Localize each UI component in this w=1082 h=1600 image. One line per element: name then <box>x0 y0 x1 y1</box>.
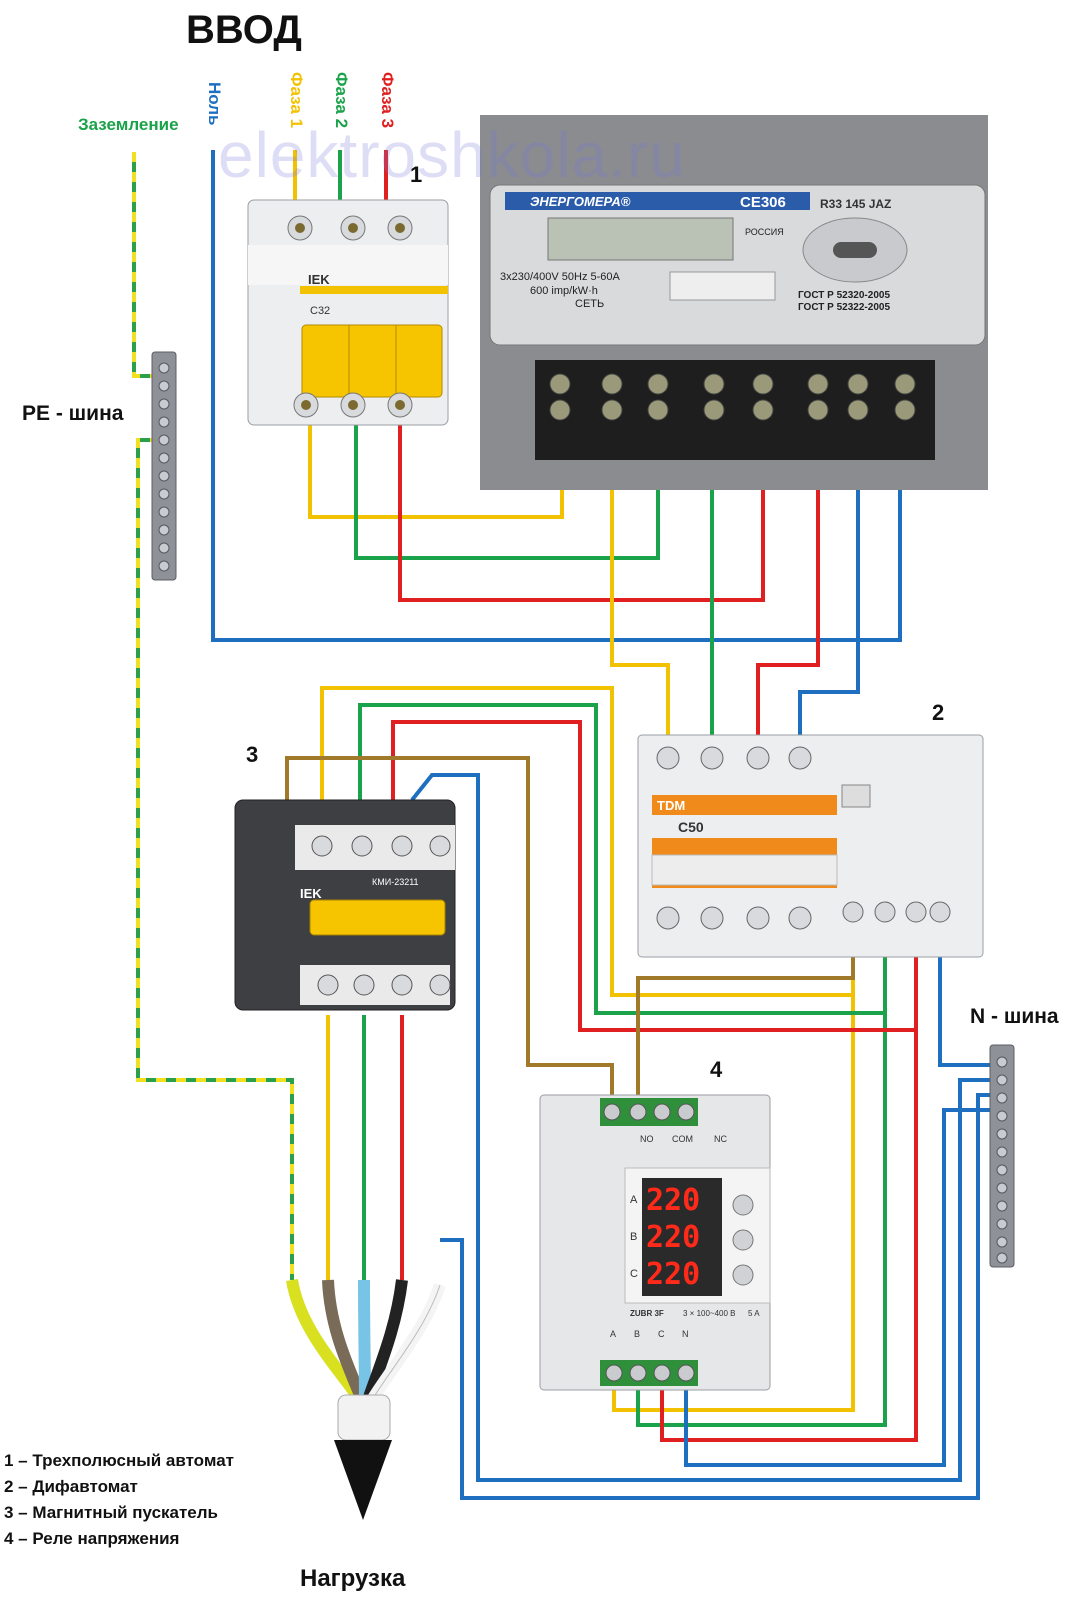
rcbo-output-wires <box>320 686 995 1442</box>
device-number-3: 3 <box>246 742 259 767</box>
n-bus <box>989 1044 1015 1268</box>
relay-phase-b: B <box>630 1231 637 1243</box>
energy-meter: ЭНЕРГОМЕРА® CE306 R33 145 JAZ 3x230/400V… <box>480 115 988 490</box>
relay-model: ZUBR 3F <box>630 1309 664 1318</box>
relay-terminal-b: B <box>634 1329 640 1339</box>
contactor: IEK КМИ-23211 <box>234 799 456 1011</box>
label-phase-2: Фаза 2 <box>332 72 351 129</box>
label-neutral: Ноль <box>205 82 224 126</box>
contactor-brand: IEK <box>300 886 322 901</box>
label-pe-bus: PE - шина <box>22 402 124 425</box>
legend: 1 – Трехполюсный автомат 2 – Дифавтомат … <box>4 1448 234 1552</box>
device-number-2: 2 <box>932 700 945 725</box>
label-earth: Заземление <box>78 115 179 134</box>
device-number-1: 1 <box>410 162 423 187</box>
device-number-4: 4 <box>710 1057 723 1082</box>
meter-gost-1: ГОСТ Р 52320-2005 <box>798 290 890 301</box>
meter-net: СЕТЬ <box>575 298 604 310</box>
meter-imp: 600 imp/kW·h <box>530 285 598 297</box>
breaker-rating: C32 <box>310 305 330 317</box>
relay-contact-com: COM <box>672 1134 693 1144</box>
meter-model: CE306 <box>740 194 786 211</box>
relay-reading-a: 220 <box>646 1183 700 1218</box>
contactor-model: КМИ-23211 <box>372 877 419 887</box>
relay-contact-nc: NC <box>714 1134 727 1144</box>
contactor-load-wires <box>326 1015 404 1280</box>
meter-gost-2: ГОСТ Р 52322-2005 <box>798 302 890 313</box>
relay-terminal-c: C <box>658 1329 665 1339</box>
label-n-bus: N - шина <box>970 1005 1059 1028</box>
relay-terminal-a: A <box>610 1329 616 1339</box>
label-load: Нагрузка <box>300 1565 406 1592</box>
meter-brand: ЭНЕРГОМЕРА® <box>530 194 631 209</box>
three-pole-breaker: IEK C32 <box>247 199 449 426</box>
neutral-wires <box>410 773 995 1500</box>
label-phase-3: Фаза 3 <box>378 72 397 129</box>
earth-wire <box>132 152 294 1280</box>
control-wires <box>285 756 855 1118</box>
meter-rcbo-wires <box>610 445 902 745</box>
legend-item-1: 1 – Трехполюсный автомат <box>4 1451 234 1470</box>
legend-item-4: 4 – Реле напряжения <box>4 1529 180 1548</box>
rcbo: TDM C50 <box>637 734 984 958</box>
relay-reading-b: 220 <box>646 1220 700 1255</box>
pe-bus <box>151 351 177 581</box>
page-title: ВВОД <box>186 8 302 52</box>
meter-spec: 3x230/400V 50Hz 5-60A <box>500 271 621 283</box>
meter-country: РОССИЯ <box>745 227 784 237</box>
legend-item-3: 3 – Магнитный пускатель <box>4 1503 219 1522</box>
relay-reading-c: 220 <box>646 1257 700 1292</box>
legend-item-2: 2 – Дифавтомат <box>4 1477 138 1496</box>
voltage-relay: NO COM NC 220 220 220 A B C ZUBR 3F 3 × … <box>539 1094 771 1391</box>
relay-current: 5 A <box>748 1309 760 1318</box>
relay-spec: 3 × 100~400 B <box>683 1309 736 1318</box>
relay-terminal-n: N <box>682 1329 689 1339</box>
rcbo-rating: C50 <box>678 819 704 835</box>
load-arrow-icon <box>334 1440 392 1520</box>
rcbo-brand: TDM <box>657 798 685 813</box>
relay-phase-a: A <box>630 1194 638 1206</box>
relay-phase-c: C <box>630 1268 638 1280</box>
relay-contact-no: NO <box>640 1134 654 1144</box>
label-phase-1: Фаза 1 <box>287 72 306 129</box>
load-cable <box>286 1278 446 1520</box>
meter-code: R33 145 JAZ <box>820 197 891 211</box>
watermark: elektroshkola.ru <box>218 119 686 191</box>
breaker-brand: IEK <box>308 272 330 287</box>
